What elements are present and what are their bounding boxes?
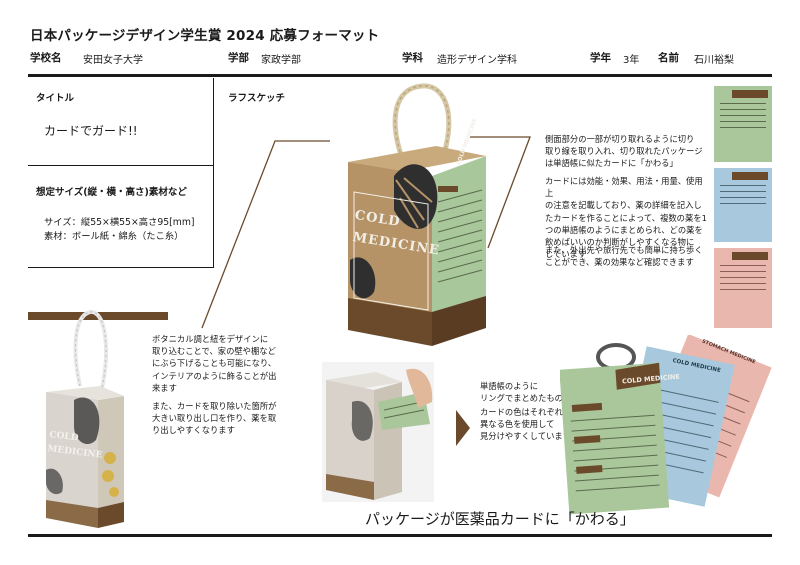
school-value: 安田女子大学 xyxy=(83,55,143,66)
note-ring: 単語帳のようにリングでまとめたもの xyxy=(480,381,563,404)
size-label: 想定サイズ(縦・横・高さ)素材など xyxy=(36,187,187,198)
year-label: 学年 xyxy=(590,52,611,64)
bottom-caption: パッケージが医薬品カードに「かわる」 xyxy=(365,510,635,528)
note-botanical: ボタニカル調と紐をデザインに取り込むことで、家の壁や棚などにぶら下げることも可能… xyxy=(152,334,277,393)
main-package-image: COLD MEDICINE COLD MEDICINE xyxy=(344,80,490,348)
note-travel: また、外出先や旅行先でも簡単に持ち歩くことができ、薬の効果など確認できます xyxy=(545,245,703,268)
card-thumb-green xyxy=(714,86,772,162)
panel-divider xyxy=(213,78,214,268)
note-side-cut: 側面部分の一部が切り取れるように切り取り線を取り入れ、切り取れたパッケージは単語… xyxy=(545,134,703,169)
size-line-1: サイズ：縦55×横55×高さ95[mm] xyxy=(44,217,195,228)
faculty-value: 家政学部 xyxy=(261,55,301,66)
card-thumb-blue xyxy=(714,168,772,242)
title-label: タイトル xyxy=(36,93,75,104)
sketch-label: ラフスケッチ xyxy=(228,93,286,104)
note-colors: カードの色はそれぞれ異なる色を使用して見分けやすくしています xyxy=(480,407,572,442)
panel-rule-2 xyxy=(28,267,214,268)
note-card-info: カードには効能・効果、用法・用量、使用上の注意を記載しており、薬の詳細を記入した… xyxy=(545,176,707,260)
year-value: 3年 xyxy=(623,55,640,66)
panel-rule-1 xyxy=(28,165,214,166)
header-rule xyxy=(28,74,772,77)
faculty-label: 学部 xyxy=(228,52,249,64)
size-line-2: 素材：ボール紙・綿糸（たこ糸） xyxy=(44,231,184,242)
footer-rule xyxy=(28,534,772,537)
name-value: 石川裕梨 xyxy=(694,55,734,66)
department-label: 学科 xyxy=(402,52,423,64)
name-label: 名前 xyxy=(658,52,679,64)
school-label: 学校名 xyxy=(30,52,62,64)
page-title: 日本パッケージデザイン学生賞 2024 応募フォーマット xyxy=(30,28,380,44)
removing-card-image xyxy=(322,362,434,502)
note-remove: また、カードを取り除いた箇所が大きい取り出し口を作り、薬を取り出しやすくなります xyxy=(152,401,277,436)
ringed-cards-image: COLD MEDICINE COLD MEDICINE STOMACH MEDI… xyxy=(559,333,775,515)
title-value: カードでガード!! xyxy=(44,124,138,138)
hanging-package-image: COLD MEDICINE xyxy=(40,300,130,532)
department-value: 造形デザイン学科 xyxy=(437,55,517,66)
card-thumb-pink xyxy=(714,248,772,328)
